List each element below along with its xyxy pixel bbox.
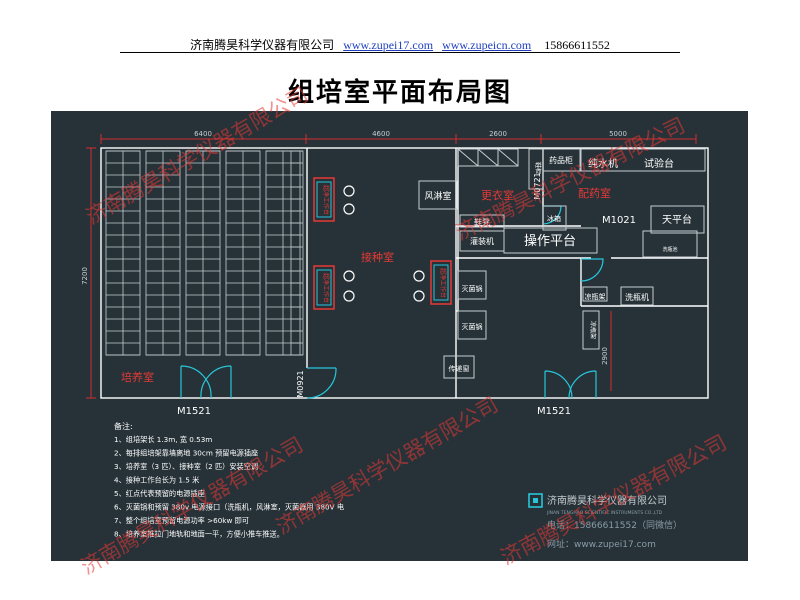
dim-4600: 4600 [372,130,390,138]
note-item: 1、组培架长 1.3m, 宽 0.53m [114,435,212,444]
note-item: 3、培养室（3 匹）、接种室（2 匹）安装空调 [114,462,258,471]
header-phone: 15866611552 [544,38,610,52]
label-sink: 洗瓶池 [662,246,677,253]
dim-2900: 2900 [601,347,609,365]
label-shoe-stool: 鞋凳 [474,217,490,227]
clean-bench-1: 超净工作台 [313,177,335,222]
stools [343,185,425,302]
label-inoculation-room: 接种室 [361,250,394,264]
svg-text:超净工作台: 超净工作台 [439,268,447,298]
label-changing-room: 更衣室 [481,188,514,202]
label-shoe-cabinet: 鞋柜 [534,162,542,174]
walls [100,147,709,399]
label-test-bench: 试验台 [644,157,674,170]
dim-7200: 7200 [81,267,89,285]
outer-wall [100,147,709,399]
note-item: 7、整个组培室预留电源功率 >60kw 即可 [114,516,249,525]
notes-heading: 备注: [114,421,133,431]
label-balance: 天平台 [662,213,692,226]
note-item: 5、红点代表预留的电源插座 [114,489,205,498]
company-phone: 电话：15866611552（同微信） [547,519,682,531]
note-item: 4、接种工作台长为 1.5 米 [114,476,199,485]
svg-text:超净工作台: 超净工作台 [322,273,330,303]
door-m1021 [580,258,604,282]
label-door-m1021: M1021 [602,215,636,226]
label-dispensing-room: 配药室 [578,186,611,200]
label-door-m0921: M0921 [296,370,305,397]
label-culture-room: 培养室 [121,370,154,384]
label-medicine-cabinet: 药品柜 [549,155,573,165]
header-rule [120,52,680,53]
header-url-2[interactable]: www.zupeicn.com [442,38,532,52]
label-air-shower: 风淋室 [424,190,451,202]
label-autoclave-2: 灭菌锅 [462,322,483,331]
page-header: 济南腾昊科学仪器有限公司 www.zupei17.com www.zupeicn… [0,36,800,53]
dimension-lines [86,134,697,399]
company-name-en: JINAN TENGHAO SCIENTIFIC INSTRUMENTS CO.… [546,510,663,516]
floor-plan-drawing: 6400 4600 2600 5000 7200 2900 超净工作台 [81,130,709,550]
notes-list: 1、组培架长 1.3m, 宽 0.53m 2、每排组培架靠墙离地 30cm 预留电… [114,435,344,539]
equipment-boxes [418,148,706,379]
company-name: 济南腾昊科学仪器有限公司 [547,494,667,507]
door-m1521-right-a [544,370,573,399]
label-autoclave-1: 灭菌锅 [462,284,483,293]
dim-2600: 2600 [489,130,507,138]
label-door-m0721: M0721 [533,172,542,199]
culture-rack [290,150,304,356]
label-bottle-rack: 凉瓶架 [585,292,606,301]
label-fridge: 冰箱 [547,214,561,223]
door-m0921 [306,367,337,399]
clean-bench-3: 超净工作台 [430,260,452,305]
label-bottling: 灌装机 [470,236,494,246]
label-bottle-washer: 洗瓶机 [625,292,649,302]
culture-racks [105,150,304,356]
label-door-m1521-left: M1521 [177,406,211,417]
page-title: 组培室平面布局图 [287,78,512,108]
door-m1521-left-a [180,365,212,399]
company-website: 网址：www.zupei17.com [547,538,656,550]
note-item: 2、每排组培架靠墙离地 30cm 预留电源插座 [114,449,258,458]
dim-6400: 6400 [194,130,212,138]
floor-plan: 6400 4600 2600 5000 7200 2900 超净工作台 [51,111,748,561]
label-bottle-rack-2: 凉瓶架 [589,321,597,339]
company-logo-icon [528,493,543,508]
clean-bench-2: 超净工作台 [313,265,335,310]
note-item: 8、培养室推拉门地轨和地面一平，方便小推车推送。 [114,530,284,539]
header-url-1[interactable]: www.zupei17.com [343,38,434,52]
doors [180,205,604,399]
note-item: 6、灭菌锅和预留 380v 电源接口（洗瓶机，风淋室，灭菌器用 380V 电 [114,503,344,512]
header-company: 济南腾昊科学仪器有限公司 [190,38,335,52]
dim-5000: 5000 [609,130,627,138]
door-m1521-right-b [568,370,597,399]
svg-text:超净工作台: 超净工作台 [322,185,330,215]
label-workbench: 操作平台 [524,233,576,249]
label-water-machine: 纯水机 [588,157,618,170]
door-m1521-left-b [200,365,232,399]
label-door-m1521-right: M1521 [537,406,571,417]
label-pass-box: 传递窗 [449,364,470,373]
